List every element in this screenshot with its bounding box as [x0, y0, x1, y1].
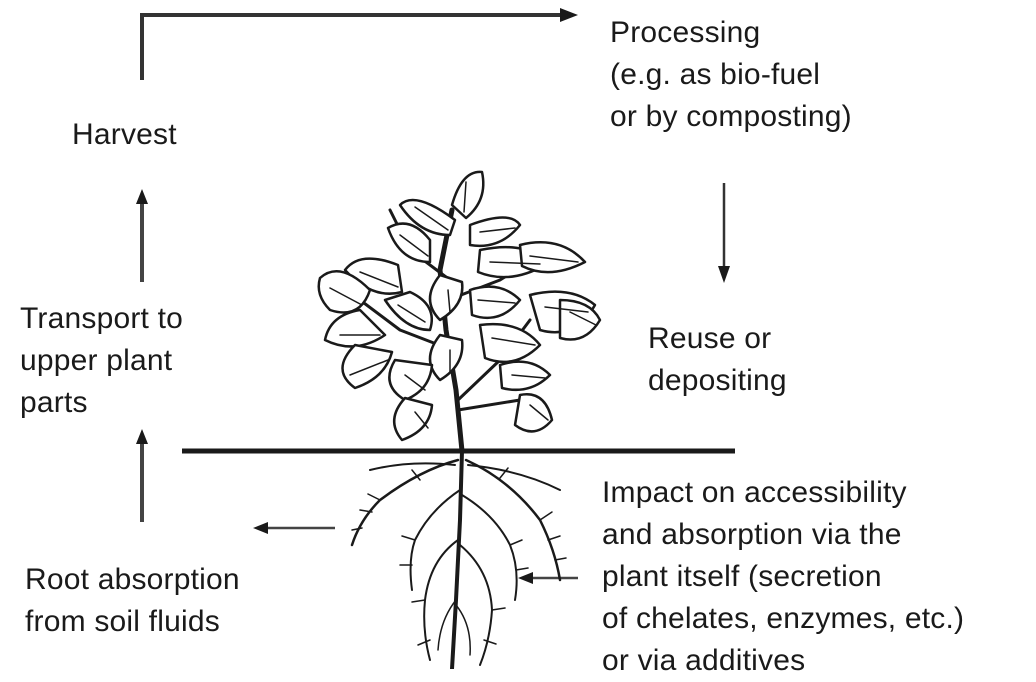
- impact-label-line: plant itself (secretion: [602, 556, 964, 598]
- transport-label-line: Transport to: [20, 298, 183, 340]
- roots-to-absorption-arrowhead: [253, 522, 268, 534]
- reuse-label-line: depositing: [648, 360, 787, 402]
- processing-label-line: or by composting): [610, 96, 852, 138]
- impact-label-line: or via additives: [602, 640, 964, 682]
- reuse-label-line: Reuse or: [648, 318, 787, 360]
- transport-label-line: parts: [20, 382, 183, 424]
- plant-illustration: [319, 172, 600, 669]
- impact-label-line: and absorption via the: [602, 514, 964, 556]
- root-absorption-label-line: Root absorption: [25, 559, 240, 601]
- impact-label-line: of chelates, enzymes, etc.): [602, 598, 964, 640]
- harvest-label-line: Harvest: [72, 114, 177, 156]
- transport-label: Transport to upper plant parts: [20, 298, 183, 424]
- root-to-transport-arrowhead: [136, 429, 148, 444]
- processing-to-reuse-arrowhead: [718, 266, 730, 283]
- processing-label-line: Processing: [610, 12, 852, 54]
- transport-label-line: upper plant: [20, 340, 183, 382]
- harvest-to-processing-arrow: [142, 15, 562, 80]
- processing-label-line: (e.g. as bio-fuel: [610, 54, 852, 96]
- processing-label: Processing (e.g. as bio-fuel or by compo…: [610, 12, 852, 138]
- impact-label-line: Impact on accessibility: [602, 472, 964, 514]
- impact-to-roots-arrowhead: [518, 572, 533, 584]
- harvest-to-processing-arrowhead: [560, 8, 578, 22]
- transport-to-harvest-arrowhead: [136, 189, 148, 204]
- impact-label: Impact on accessibility and absorption v…: [602, 472, 964, 682]
- reuse-label: Reuse or depositing: [648, 318, 787, 402]
- root-absorption-label: Root absorption from soil fluids: [25, 559, 240, 643]
- root-absorption-label-line: from soil fluids: [25, 601, 240, 643]
- harvest-label: Harvest: [72, 114, 177, 156]
